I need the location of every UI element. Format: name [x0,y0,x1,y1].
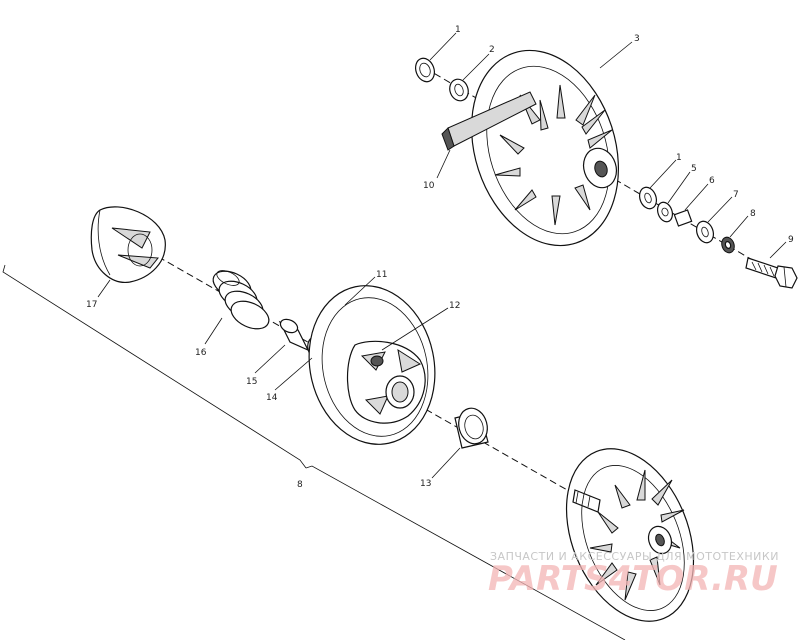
callout-6: 6 [709,176,715,186]
callout-5: 5 [691,164,697,174]
movable-sheave-part-12 [308,285,436,445]
washer-part-2 [449,78,469,102]
callout-1-lower: 1 [676,153,682,163]
spring-part-16 [212,270,270,330]
washer-part-1-lower [638,186,658,210]
assembly-bracket-line [2,264,626,640]
drive-sheave-part-3 [471,49,619,247]
cam-part-17 [90,206,166,283]
bushing-part-13 [454,407,489,449]
washer-part-7 [695,220,715,244]
callout-7: 7 [733,190,739,200]
washer-part-1 [414,57,436,83]
callout-8: 8 [750,209,756,219]
callout-1: 1 [455,25,461,35]
callout-8-assembly: 8 [297,480,303,490]
bolt-part-9 [745,257,798,289]
leader-lines [97,32,787,479]
callout-16: 16 [195,348,207,358]
washer-part-5 [656,201,674,223]
drive-belt-part-10 [441,91,537,151]
callout-13: 13 [420,479,431,489]
spacer-part-6 [673,209,693,227]
callout-12: 12 [449,301,460,311]
callout-14: 14 [266,393,278,403]
fixed-sheave-part-8 [565,448,695,622]
watermark-brand: PARTS4TOR.RU [488,559,778,599]
callout-9: 9 [788,235,794,245]
callout-17: 17 [86,300,97,310]
callout-15: 15 [246,377,257,387]
callout-10: 10 [423,181,435,191]
callout-11: 11 [376,270,387,280]
bushing-part-15 [278,318,310,352]
callout-2: 2 [489,45,495,55]
lock-washer-part-8 [721,236,735,254]
watermark-tagline: ЗАПЧАСТИ И АКСЕССУАРЫ ДЛЯ МОТОТЕХНИКИ [490,550,779,563]
callout-3: 3 [634,34,640,44]
